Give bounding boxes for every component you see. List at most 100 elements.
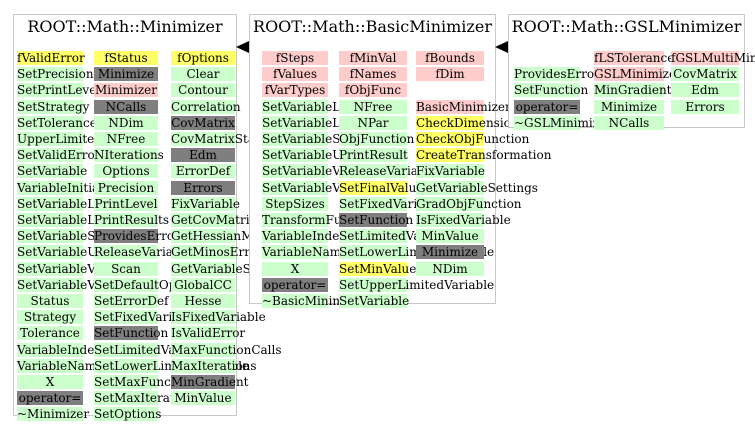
class-member: SetLimitedVariable (94, 343, 211, 357)
class-member: Edm (171, 148, 235, 162)
class-member: SetVariable (17, 164, 88, 178)
class-member: PrintResult (339, 148, 408, 162)
class-member: SetPrecision (17, 67, 94, 81)
class-member: Scan (94, 262, 158, 276)
class-member: Minimize (594, 100, 664, 114)
class-member: GetVariableSettings (416, 181, 538, 195)
class-member: Correlation (171, 100, 241, 114)
class-member: SetDefaultOptions (94, 278, 207, 292)
class-member: SetMinValue (339, 262, 417, 276)
class-member: fObjFunc (339, 83, 407, 97)
class-member: MaxIterations (171, 359, 257, 373)
class-member: NCalls (94, 100, 158, 114)
inheritance-arrow-gsl-to-basic (495, 41, 508, 53)
class-member: NPar (339, 116, 407, 130)
class-member: CovMatrix (671, 67, 739, 81)
class-member: SetVariableLimits (262, 100, 371, 114)
class-member: VariableInitialRange (17, 181, 143, 195)
class-member: SetOptions (94, 407, 162, 421)
class-member: fGSLMultiMin (671, 51, 755, 65)
class-title-gsl-minimizer: ROOT::Math::GSLMinimizer (511, 17, 742, 36)
class-member: ObjFunction (339, 132, 415, 146)
class-member: fDim (416, 67, 484, 81)
class-member: Edm (671, 83, 739, 97)
class-member: SetVariable (339, 294, 410, 308)
class-member: FixVariable (416, 164, 485, 178)
class-member: SetTolerance (17, 116, 97, 130)
class-member: SetValidError (17, 148, 101, 162)
class-member: MaxFunctionCalls (171, 343, 282, 357)
class-member: SetVariableLowerLimit (17, 213, 158, 227)
class-member: FixVariable (171, 197, 240, 211)
class-member: Hesse (171, 294, 235, 308)
class-member: NCalls (594, 116, 664, 130)
class-member: BasicMinimizer (416, 100, 511, 114)
class-member: SetVariableStepSize (262, 132, 386, 146)
class-member: IsFixedVariable (416, 213, 511, 227)
class-member: fSteps (262, 51, 328, 65)
class-member: SetFunction (339, 213, 414, 227)
class-member: SetMaxIterations (94, 391, 200, 405)
class-member: fOptions (171, 51, 235, 65)
class-member: GlobalCC (171, 278, 235, 292)
class-member: Clear (171, 67, 235, 81)
class-title-minimizer: ROOT::Math::Minimizer (27, 17, 223, 36)
class-member: Tolerance (17, 326, 83, 340)
class-member: SetVariableValues (17, 278, 127, 292)
class-member: SetVariableValues (262, 181, 372, 195)
class-member: fMinVal (339, 51, 407, 65)
class-member: MinValue (171, 391, 235, 405)
class-member: NDim (416, 262, 484, 276)
class-member: CreateTransformation (416, 148, 552, 162)
class-member: fValues (262, 67, 328, 81)
class-member: SetVariableValue (17, 262, 121, 276)
class-member: TransformFunction (262, 213, 380, 227)
class-member: SetErrorDef (94, 294, 169, 308)
class-member: SetFunction (514, 83, 589, 97)
class-member: CovMatrixStatus (171, 132, 274, 146)
class-member: Precision (94, 181, 158, 195)
class-member: SetVariableUpperLimit (17, 245, 158, 259)
class-member: NIterations (94, 148, 164, 162)
class-member (514, 51, 580, 65)
class-member: ReleaseVariable (339, 164, 437, 178)
class-member: SetPrintLevel (17, 83, 101, 97)
class-member: VariableName (17, 359, 104, 373)
class-member: fVarTypes (262, 83, 328, 97)
class-member: GSLMinimizer (594, 67, 682, 81)
class-member: GetCovMatrix (171, 213, 257, 227)
class-member: SetLowerLimitedVariable (94, 359, 249, 373)
class-member: PrintResults (94, 213, 170, 227)
class-member: VariableIndex (262, 229, 347, 243)
class-member: SetUpperLimitedVariable (339, 278, 495, 292)
class-member: SetLowerLimitedVariable (339, 245, 494, 259)
class-member: SetVariableLowerLimit (262, 116, 403, 130)
class-member: MinGradient (171, 375, 249, 389)
class-member: SetFunction (94, 326, 169, 340)
class-member: fBounds (416, 51, 484, 65)
class-member: MinGradient (594, 83, 672, 97)
class-member: fValidError (17, 51, 85, 65)
class-member: IsValidError (171, 326, 246, 340)
class-member: operator= (17, 391, 83, 405)
class-member: GetVariableSettings (171, 262, 293, 276)
class-member: SetVariableUpperLimit (262, 148, 403, 162)
class-member: SetFixedVariable (94, 310, 198, 324)
class-member: X (17, 375, 83, 389)
class-member: operator= (514, 100, 580, 114)
class-member: Contour (171, 83, 235, 97)
class-member: MinValue (416, 229, 484, 243)
class-member (416, 83, 484, 97)
class-member: Options (94, 164, 158, 178)
class-member: CovMatrix (171, 116, 235, 130)
inheritance-arrow-basic-to-minimizer (236, 41, 249, 53)
class-member: SetVariableStepSize (17, 229, 141, 243)
class-member: Status (17, 294, 83, 308)
class-member: NFree (339, 100, 407, 114)
class-member: ProvidesError (94, 229, 180, 243)
class-member: CheckDimension (416, 116, 519, 130)
class-member: VariableName (262, 245, 349, 259)
class-member: fStatus (94, 51, 158, 65)
